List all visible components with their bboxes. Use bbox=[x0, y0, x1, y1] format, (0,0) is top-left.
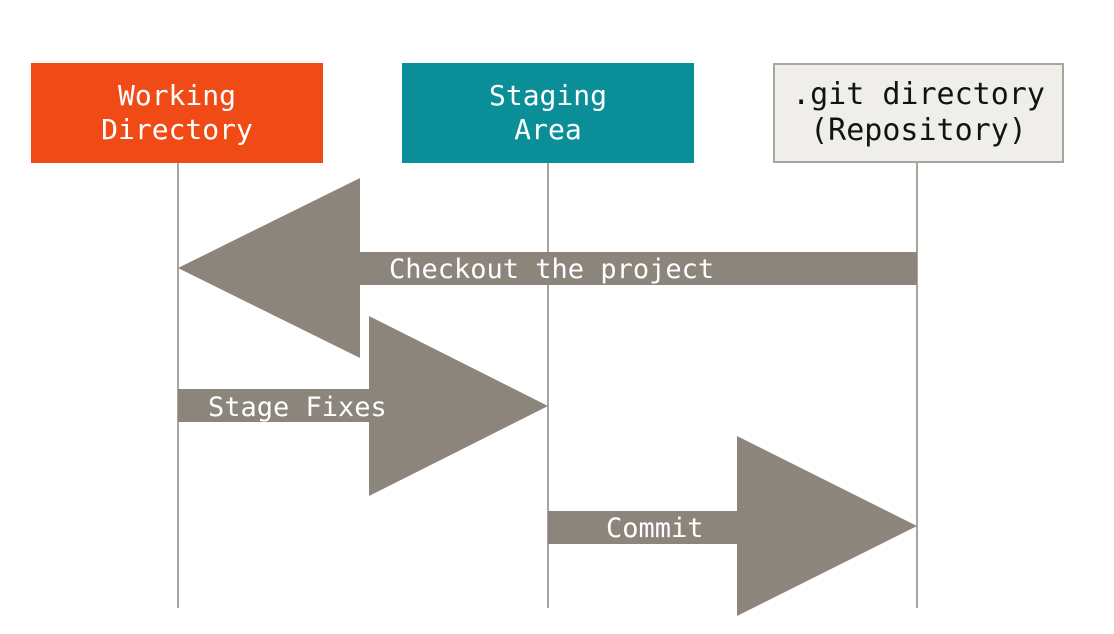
staging-area-label-line1: Staging bbox=[488, 79, 607, 112]
git-directory-label-line2: (Repository) bbox=[810, 113, 1027, 148]
arrow-stage-fixes-label: Stage Fixes bbox=[208, 392, 387, 423]
arrow-commit bbox=[548, 436, 917, 616]
git-directory-box: .git directory (Repository) bbox=[773, 63, 1064, 163]
staging-area-label-line2: Area bbox=[514, 113, 582, 146]
arrow-checkout bbox=[178, 178, 917, 358]
git-directory-label-line1: .git directory bbox=[792, 77, 1045, 112]
arrow-checkout-label: Checkout the project bbox=[389, 254, 714, 285]
staging-area-box: Staging Area bbox=[402, 63, 694, 163]
working-directory-box: Working Directory bbox=[31, 63, 323, 163]
arrow-stage-fixes bbox=[178, 316, 548, 496]
arrow-commit-label: Commit bbox=[606, 513, 704, 544]
working-directory-label-line2: Directory bbox=[101, 113, 253, 146]
working-directory-label-line1: Working bbox=[117, 79, 236, 112]
